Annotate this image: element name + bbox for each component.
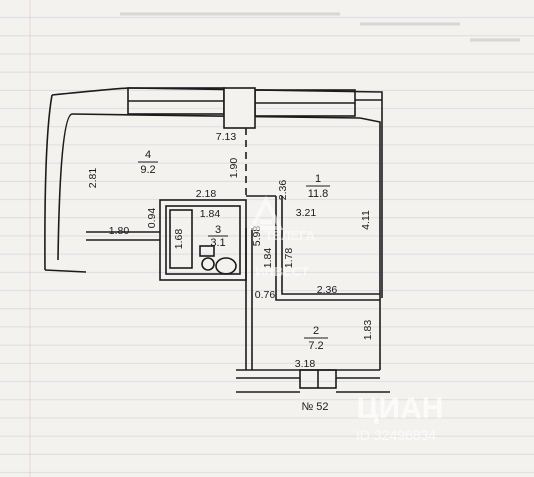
sink: [215, 257, 237, 275]
apartment-number: № 52: [301, 401, 328, 413]
room-labels: 4 9.2 1 11.8 3 3.1 2 7.2: [138, 149, 330, 352]
site-watermark: ЦИАН: [357, 392, 444, 425]
plan-drawing: [44, 87, 390, 393]
bathroom-inner: [165, 205, 241, 275]
agency-watermark: ТЕЛЕГА ИНВЕСТ: [248, 195, 316, 279]
dim-321: 3.21: [296, 207, 317, 219]
dim-094: 0.94: [146, 208, 158, 229]
outer-wall-right: [359, 117, 381, 300]
dimension-labels: 7.13 2.81 1.90 2.36 2.18 3.21 4.11 0.94 …: [87, 131, 374, 370]
agency-name-line2: ИНВЕСТ: [255, 264, 309, 279]
agency-logo-icon: [248, 195, 284, 230]
dim-598: 5.98: [251, 226, 263, 247]
room-4-area: 9.2: [140, 164, 155, 176]
bathtub: [169, 209, 193, 269]
agency-name-line1: ТЕЛЕГА: [265, 228, 316, 243]
dim-236-vertical: 2.36: [277, 180, 289, 201]
room-4-number: 4: [145, 149, 151, 161]
dim-183: 1.83: [362, 320, 374, 341]
room-2-number: 2: [313, 325, 319, 337]
dim-184-vertical: 1.84: [262, 248, 274, 269]
room-2-area: 7.2: [308, 340, 323, 352]
pier: [223, 87, 256, 129]
dim-184-top: 1.84: [200, 208, 221, 220]
dim-180: 1.80: [109, 225, 130, 237]
room-1-area: 11.8: [308, 188, 329, 200]
room-3-area: 3.1: [210, 237, 225, 249]
dim-076: 0.76: [255, 289, 276, 301]
outer-wall-top-inner: [71, 113, 361, 119]
toilet: [201, 257, 215, 271]
room-3-number: 3: [215, 224, 221, 236]
dim-318: 3.18: [295, 358, 316, 370]
dim-713: 7.13: [216, 131, 237, 143]
dim-281: 2.81: [87, 168, 99, 189]
listing-id-watermark: ID 32496834: [356, 427, 436, 443]
dim-236-horizontal: 2.36: [317, 284, 338, 296]
room1-bottom-wall: [275, 196, 380, 301]
dim-411: 4.11: [360, 210, 372, 230]
dim-178: 1.78: [283, 248, 295, 269]
room-1-number: 1: [315, 173, 321, 185]
listing-watermark: ЦИАН ID 32496834: [356, 392, 444, 443]
faded-header: [120, 12, 520, 42]
dim-190: 1.90: [228, 158, 240, 179]
dim-168: 1.68: [173, 229, 185, 250]
dim-218: 2.18: [196, 188, 217, 200]
